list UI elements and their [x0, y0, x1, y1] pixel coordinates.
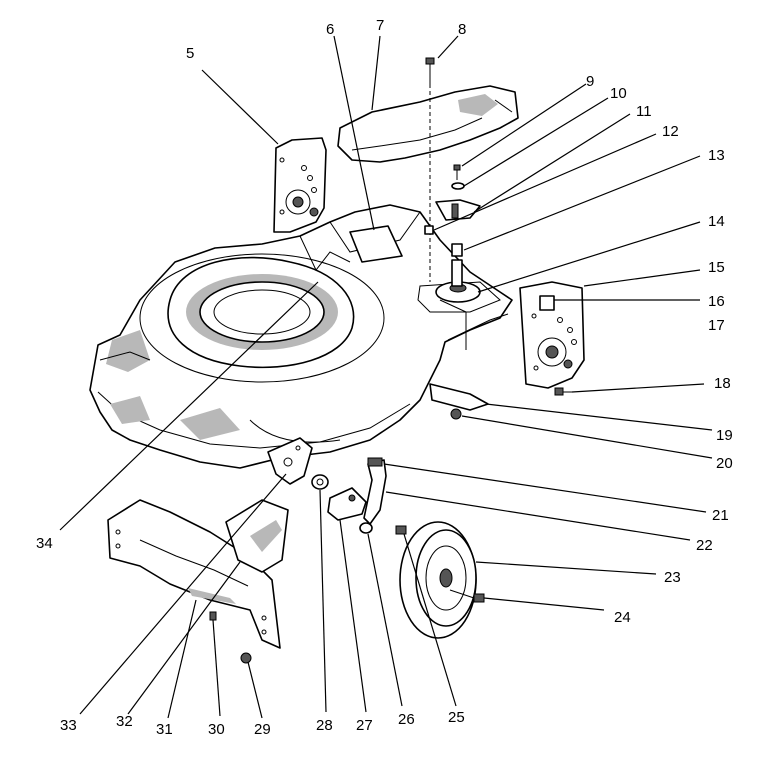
leader-10 [463, 97, 609, 187]
callout-26: 26 [398, 711, 415, 728]
callout-8: 8 [458, 21, 466, 38]
callout-15: 15 [708, 259, 725, 276]
leader-30 [212, 619, 221, 717]
callout-10: 10 [610, 85, 627, 102]
leader-13 [463, 155, 701, 251]
callout-20: 20 [716, 455, 733, 472]
leader-lines [59, 35, 713, 719]
leader-11 [473, 113, 631, 213]
callout-19: 19 [716, 427, 733, 444]
leader-15 [583, 269, 701, 287]
leader-12 [433, 133, 657, 231]
callout-12: 12 [662, 123, 679, 140]
leader-31 [167, 599, 197, 719]
leader-26 [367, 533, 403, 707]
front-skirt-guard [107, 499, 289, 664]
right-height-adjuster-plate [450, 281, 585, 420]
callout-23: 23 [664, 569, 681, 586]
leader-28 [319, 489, 327, 713]
callout-28: 28 [316, 717, 333, 734]
leader-33 [79, 473, 287, 715]
mower-deck [89, 204, 513, 469]
leader-9 [461, 83, 587, 167]
left-height-adjuster-plate [273, 137, 327, 233]
callout-31: 31 [156, 721, 173, 738]
callout-24: 24 [614, 609, 631, 626]
leader-14 [477, 221, 701, 293]
leader-19 [485, 403, 713, 431]
front-height-bracket [267, 437, 313, 485]
callout-34: 34 [36, 535, 53, 552]
callout-25: 25 [448, 709, 465, 726]
leader-22 [385, 491, 691, 541]
wheel-assembly [311, 457, 485, 639]
callout-32: 32 [116, 713, 133, 730]
callout-33: 33 [60, 717, 77, 734]
part-labels: 5 6 7 8 9 10 11 12 13 14 15 16 17 18 19 … [36, 17, 733, 738]
leader-29 [247, 661, 263, 719]
callout-22: 22 [696, 537, 713, 554]
leader-27 [339, 519, 367, 713]
callout-21: 21 [712, 507, 729, 524]
leader-23 [475, 561, 657, 575]
leader-5 [201, 69, 279, 145]
callout-27: 27 [356, 717, 373, 734]
callout-7: 7 [376, 17, 384, 34]
callout-9: 9 [586, 73, 594, 90]
callout-5: 5 [186, 45, 194, 62]
callout-30: 30 [208, 721, 225, 738]
leader-21 [383, 463, 707, 513]
leader-32 [127, 561, 241, 715]
callout-16: 16 [708, 293, 725, 310]
callout-14: 14 [708, 213, 725, 230]
callout-18: 18 [714, 375, 731, 392]
leader-6 [333, 35, 375, 231]
callout-13: 13 [708, 147, 725, 164]
leader-34 [59, 281, 319, 531]
leader-20 [461, 415, 713, 459]
leader-24 [483, 597, 605, 611]
callout-6: 6 [326, 21, 334, 38]
leader-8 [437, 35, 459, 59]
rear-hood [337, 85, 519, 163]
callout-17: 17 [708, 317, 725, 334]
callout-11: 11 [636, 103, 652, 120]
leader-7 [371, 35, 381, 111]
leader-18 [571, 383, 705, 393]
leader-25 [403, 533, 457, 707]
callout-29: 29 [254, 721, 271, 738]
